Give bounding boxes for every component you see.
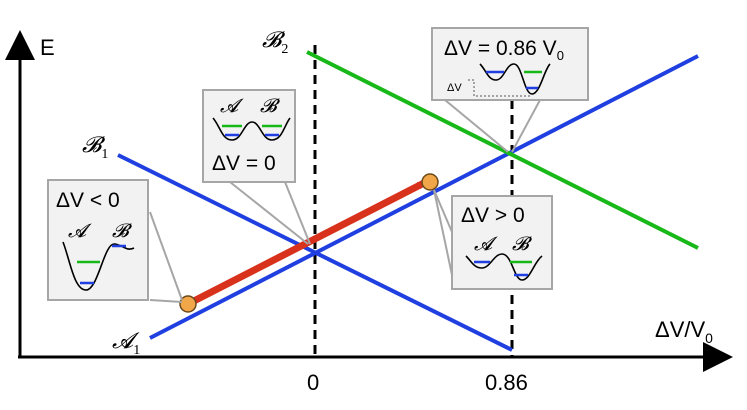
line-b2 — [306, 50, 699, 250]
inset-crossing: ΔV = 0.86 V0 ΔV — [431, 27, 589, 101]
inset-zero-b: 𝓑 — [260, 96, 280, 117]
label-b2: 𝓑2 — [262, 27, 288, 57]
inset-negative-title: ΔV < 0 — [56, 189, 120, 212]
inset-positive-well — [465, 253, 543, 281]
leader-positive-2 — [433, 189, 453, 276]
inset-negative-well — [62, 241, 135, 291]
inset-positive: ΔV > 0 𝓐 𝓑 — [451, 195, 553, 290]
leader-zero-2 — [284, 181, 311, 245]
leader-crossing-1 — [444, 99, 509, 153]
label-b1: 𝓑1 — [82, 132, 108, 162]
inset-crossing-title: ΔV = 0.86 V0 — [444, 37, 564, 63]
arrow-end-point — [421, 173, 439, 191]
inset-negative: ΔV < 0 𝓐 𝓑 — [47, 179, 149, 301]
inset-zero-a: 𝓐 — [220, 96, 244, 117]
label-a1: 𝓐1 — [112, 328, 140, 358]
inset-positive-title: ΔV > 0 — [461, 204, 525, 227]
inset-zero-title: ΔV = 0 — [212, 152, 276, 175]
leader-negative-2 — [149, 299, 183, 303]
inset-zero-well — [212, 117, 291, 141]
leader-crossing-2 — [511, 99, 541, 153]
inset-crossing-well — [479, 63, 551, 95]
y-axis-label: E — [40, 35, 55, 60]
inset-negative-b: 𝓑 — [112, 221, 132, 242]
inset-zero: 𝓐 𝓑 ΔV = 0 — [202, 89, 296, 183]
x-tick-086: 0.86 — [485, 370, 528, 395]
arrow-start-point — [179, 295, 197, 313]
inset-positive-a: 𝓐 — [474, 234, 498, 255]
leader-negative — [149, 211, 183, 301]
inset-crossing-offset-bracket — [468, 79, 531, 97]
inset-positive-b: 𝓑 — [512, 234, 532, 255]
inset-negative-a: 𝓐 — [68, 221, 92, 242]
inset-crossing-offset-label: ΔV — [447, 82, 462, 94]
leader-positive-1 — [433, 189, 453, 233]
x-axis-label: ΔV/V0 — [655, 317, 713, 346]
line-a1 — [149, 54, 699, 340]
x-tick-0: 0 — [307, 370, 319, 395]
leader-zero-1 — [229, 181, 309, 245]
